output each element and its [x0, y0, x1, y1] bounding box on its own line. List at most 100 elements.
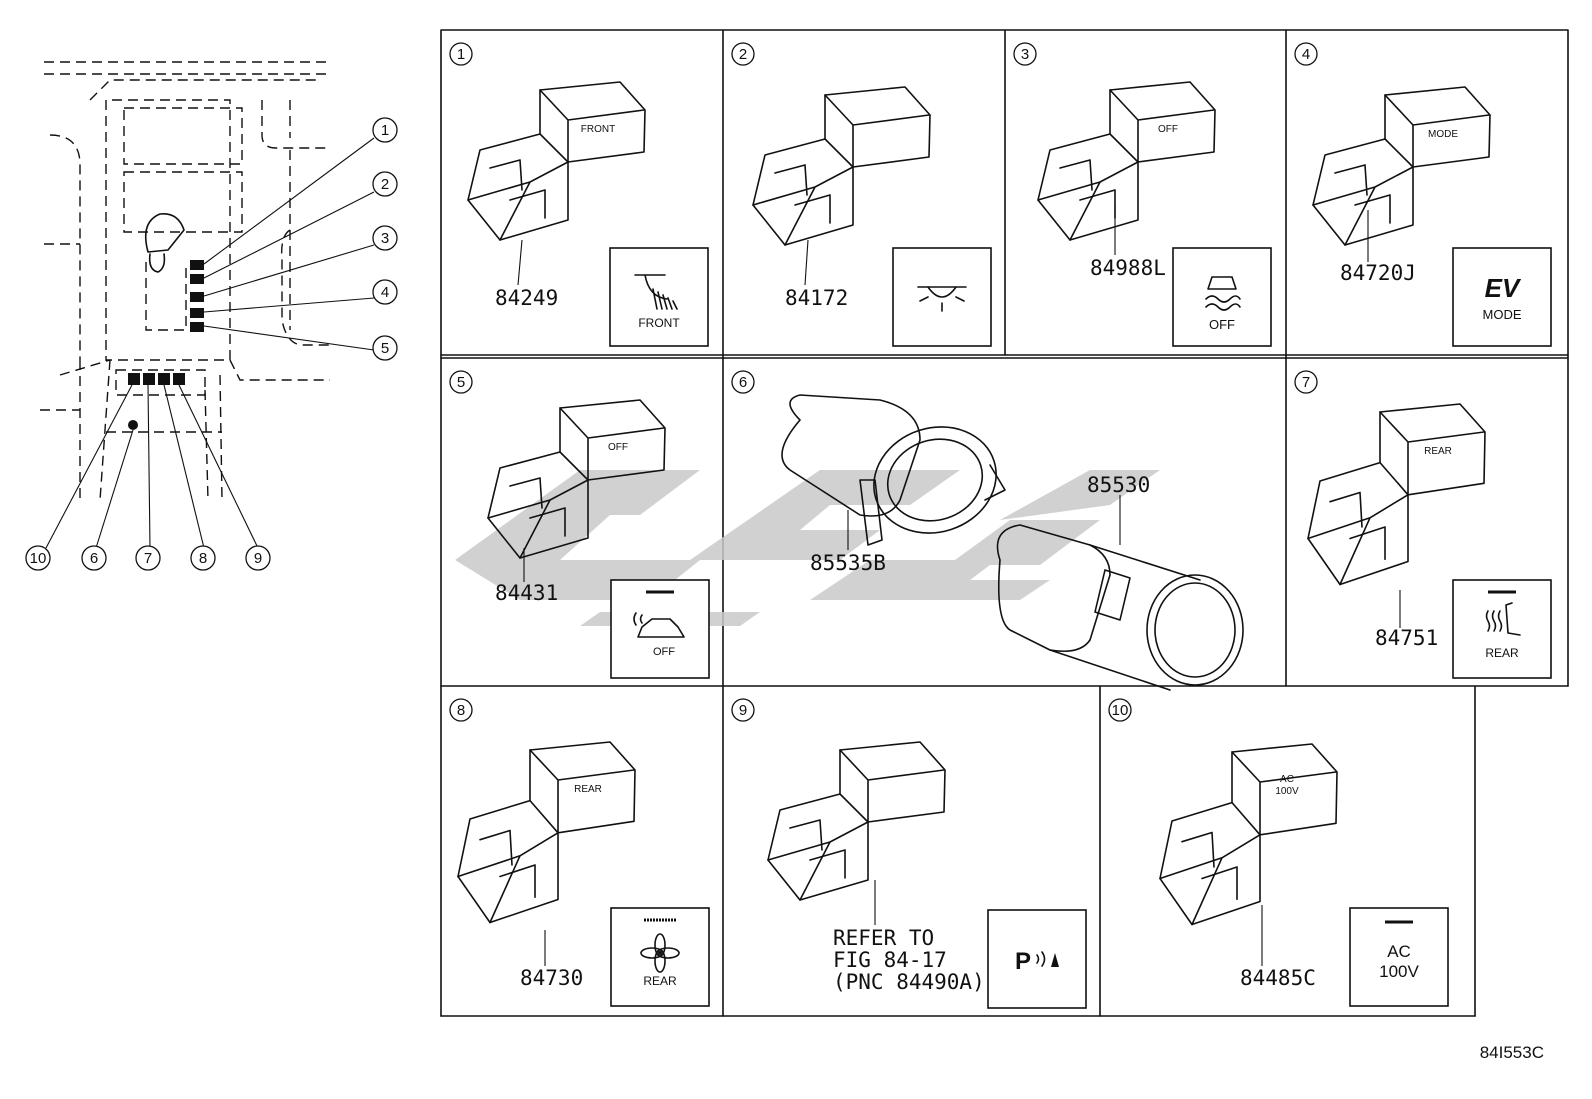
svg-text:1: 1 — [381, 122, 389, 139]
cell-callout-5: 5 — [449, 370, 473, 394]
svg-text:5: 5 — [457, 374, 465, 391]
switch-illustration: REAR — [1307, 403, 1486, 586]
cell-callout-8: 8 — [449, 698, 473, 722]
svg-text:8: 8 — [457, 702, 465, 719]
reference-line-2: FIG 84-17 — [833, 948, 947, 972]
part-number-84172: 84172 — [785, 286, 848, 310]
part-number-84431: 84431 — [495, 581, 558, 605]
overview-callout-10: 10 — [25, 545, 51, 571]
cell-callout-7: 7 — [1294, 370, 1318, 394]
svg-text:OFF: OFF — [1209, 317, 1235, 332]
switch-markers — [128, 260, 204, 385]
svg-text:P: P — [1015, 948, 1031, 975]
switch-illustration: OFF — [487, 399, 666, 559]
part-number-85530: 85530 — [1087, 473, 1150, 497]
svg-text:EV: EV — [1485, 273, 1522, 303]
svg-text:2: 2 — [739, 46, 747, 63]
socket-assembly — [996, 524, 1244, 691]
switch-illustration: REAR — [457, 741, 636, 924]
reference-line-3: (PNC 84490A) — [833, 970, 985, 994]
svg-text:10: 10 — [1112, 702, 1129, 719]
overview-callout-1: 1 — [372, 117, 398, 143]
overview-callout-9: 9 — [245, 545, 271, 571]
overview-callout-8: 8 — [190, 545, 216, 571]
svg-text:3: 3 — [1021, 46, 1029, 63]
svg-text:1: 1 — [457, 46, 465, 63]
cell-callout-2: 2 — [731, 42, 755, 66]
switch-face-label-1: AC — [1280, 774, 1294, 785]
switch-illustration: MODE — [1312, 86, 1491, 246]
power-outlet-marker — [128, 420, 138, 430]
part-number-84751: 84751 — [1375, 626, 1438, 650]
svg-text:5: 5 — [381, 340, 389, 357]
watermark-logo — [455, 470, 1160, 626]
part-number-84730: 84730 — [520, 966, 583, 990]
svg-text:7: 7 — [144, 550, 152, 567]
cell-callout-1: 1 — [449, 42, 473, 66]
part-number-84485C: 84485C — [1240, 966, 1316, 990]
svg-text:3: 3 — [381, 230, 389, 247]
cell-callout-6: 6 — [731, 370, 755, 394]
svg-text:4: 4 — [1302, 46, 1310, 63]
rear-seat-heater-icon: REAR — [1452, 579, 1552, 679]
switch-illustration: OFF — [1037, 81, 1216, 241]
diagram-code: 84I553C — [1479, 1043, 1544, 1062]
svg-text:10: 10 — [30, 550, 47, 567]
part-number-84720J: 84720J — [1340, 261, 1416, 285]
svg-text:AC: AC — [1387, 942, 1411, 961]
ev-mode-icon: EV MODE — [1452, 247, 1552, 347]
svg-text:OFF: OFF — [653, 646, 675, 658]
overview-callout-4: 4 — [372, 279, 398, 305]
svg-text:6: 6 — [90, 550, 98, 567]
switch-face-label: REAR — [1424, 446, 1452, 457]
reference-line-1: REFER TO — [833, 926, 934, 950]
switch-illustration — [767, 741, 946, 901]
traction-control-off-icon: OFF — [1172, 247, 1272, 347]
switch-face-label: OFF — [1158, 124, 1178, 135]
svg-text:7: 7 — [1302, 374, 1310, 391]
cell-callout-3: 3 — [1013, 42, 1037, 66]
svg-text:MODE: MODE — [1483, 307, 1522, 322]
svg-text:4: 4 — [381, 284, 389, 301]
cell-callout-4: 4 — [1294, 42, 1318, 66]
svg-text:FRONT: FRONT — [638, 316, 680, 330]
switch-face-label: OFF — [608, 442, 628, 453]
switch-illustration — [752, 86, 931, 246]
switch-face-label-2: 100V — [1275, 786, 1299, 797]
lighter-assembly — [781, 394, 1006, 546]
switch-illustration: FRONT — [467, 81, 646, 241]
part-number-84249: 84249 — [495, 286, 558, 310]
console-overview: 1 2 3 4 5 6 7 8 9 10 — [25, 61, 398, 571]
switch-face-label: MODE — [1428, 129, 1458, 140]
intrusion-sensor-off-icon: OFF — [610, 579, 710, 679]
svg-text:6: 6 — [739, 374, 747, 391]
switch-face-label: REAR — [574, 784, 602, 795]
svg-text:9: 9 — [254, 550, 262, 567]
part-cell-2: 2 84172 — [731, 42, 992, 347]
cell-callout-9: 9 — [731, 698, 755, 722]
svg-text:REAR: REAR — [643, 974, 677, 988]
overview-callout-5: 5 — [372, 335, 398, 361]
svg-text:REAR: REAR — [1485, 646, 1519, 660]
svg-text:100V: 100V — [1379, 962, 1419, 981]
switch-face-label: FRONT — [581, 124, 615, 135]
overview-callout-3: 3 — [372, 225, 398, 251]
part-number-84988L: 84988L — [1090, 256, 1166, 280]
overview-callout-2: 2 — [372, 171, 398, 197]
front-fog-lamp-icon: FRONT — [609, 247, 709, 347]
svg-text:8: 8 — [199, 550, 207, 567]
svg-text:2: 2 — [381, 176, 389, 193]
